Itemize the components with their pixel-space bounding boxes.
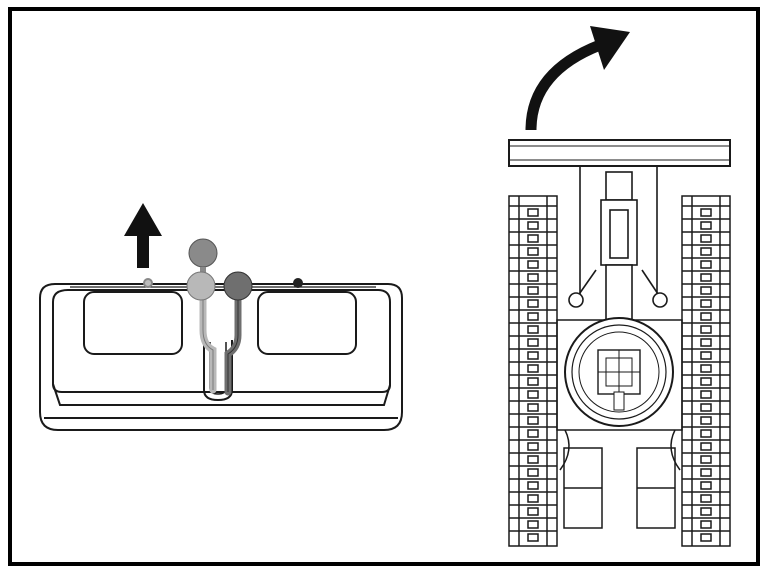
track-pad — [700, 533, 712, 542]
track-pad — [527, 429, 539, 438]
track-pad — [700, 325, 712, 334]
track-pad — [700, 403, 712, 412]
track-pad — [700, 312, 712, 321]
track-pad — [527, 520, 539, 529]
track-pad — [700, 338, 712, 347]
track-pad — [527, 442, 539, 451]
track-pad — [527, 234, 539, 243]
track-pad — [527, 364, 539, 373]
track-pad — [527, 507, 539, 516]
console-right-window — [257, 291, 357, 355]
track-pad — [527, 286, 539, 295]
track-pad — [527, 260, 539, 269]
track-pad — [700, 429, 712, 438]
track-pad — [700, 377, 712, 386]
track-pad — [527, 455, 539, 464]
track-pad — [527, 208, 539, 217]
right-travel-lever — [223, 271, 253, 396]
left-track — [508, 195, 558, 547]
track-pad — [527, 481, 539, 490]
swing-bearing — [564, 317, 674, 427]
right-track — [681, 195, 731, 547]
dozer-blade — [508, 139, 731, 167]
rotate-right-arrow-icon — [525, 26, 630, 131]
track-pad — [527, 403, 539, 412]
track-pad — [527, 338, 539, 347]
console-left-window — [83, 291, 183, 355]
track-pad — [527, 325, 539, 334]
track-pad — [700, 351, 712, 360]
track-pad — [700, 247, 712, 256]
track-pad — [700, 221, 712, 230]
track-pad — [527, 390, 539, 399]
right-indicator-dot — [293, 278, 303, 288]
track-pad — [527, 299, 539, 308]
track-pad — [700, 442, 712, 451]
left-indicator-dot — [143, 278, 153, 288]
track-pad — [527, 416, 539, 425]
push-forward-arrow-icon — [124, 203, 162, 268]
track-pad — [700, 507, 712, 516]
track-pad — [527, 312, 539, 321]
track-pad — [700, 481, 712, 490]
track-pad — [700, 468, 712, 477]
track-pad — [527, 221, 539, 230]
track-pad — [700, 520, 712, 529]
left-travel-lever — [186, 238, 218, 394]
track-pad — [527, 377, 539, 386]
track-pad — [700, 416, 712, 425]
track-pad — [700, 494, 712, 503]
track-pad — [700, 390, 712, 399]
track-pad — [527, 247, 539, 256]
lever-slot-outer — [203, 340, 233, 402]
track-pad — [527, 273, 539, 282]
track-pad — [527, 468, 539, 477]
track-pad — [527, 533, 539, 542]
right-lever-knob — [223, 271, 253, 301]
track-pad — [700, 260, 712, 269]
track-pad — [700, 455, 712, 464]
left-lever-ghost-knob — [188, 238, 218, 268]
track-pad — [700, 364, 712, 373]
track-pad — [527, 494, 539, 503]
track-pad — [700, 299, 712, 308]
track-pad — [700, 208, 712, 217]
track-pad — [700, 234, 712, 243]
track-pad — [700, 273, 712, 282]
boom — [568, 166, 668, 321]
left-lever-knob — [186, 271, 216, 301]
track-pad — [527, 351, 539, 360]
track-pad — [700, 286, 712, 295]
